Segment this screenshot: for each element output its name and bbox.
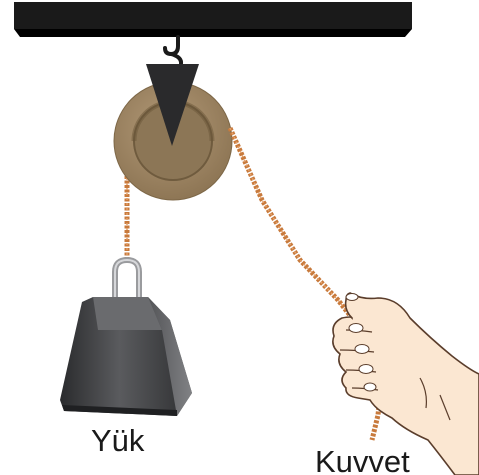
pulley-housing xyxy=(146,64,199,146)
weight-shackle xyxy=(112,256,142,301)
hand-icon xyxy=(332,292,479,475)
weight-load xyxy=(60,297,192,416)
hook-icon xyxy=(163,35,184,66)
rope-right xyxy=(227,126,354,320)
load-label: Yük xyxy=(91,423,145,458)
force-label: Kuvvet xyxy=(315,444,410,475)
ceiling-beam xyxy=(14,2,412,37)
